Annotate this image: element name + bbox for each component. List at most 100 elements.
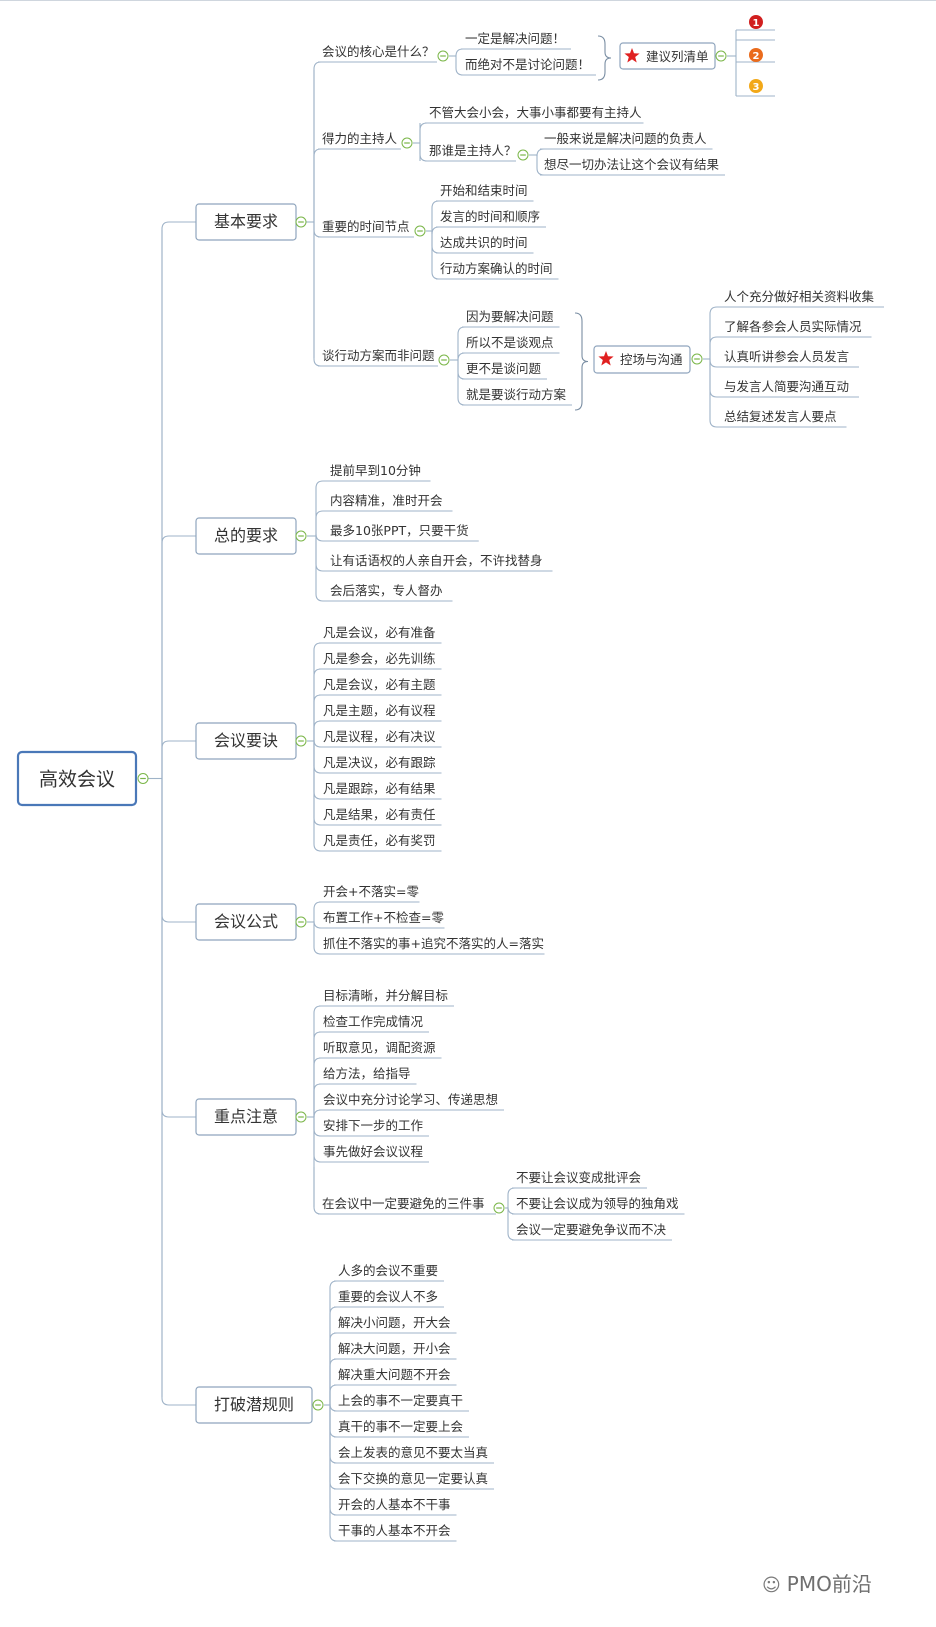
formula-item-link bbox=[313, 920, 322, 929]
collapse-toggle-icon[interactable] bbox=[295, 1111, 307, 1123]
rule-item-label: 真干的事不一定要上会 bbox=[338, 1419, 464, 1434]
collapse-toggle-icon[interactable] bbox=[517, 149, 529, 161]
collapse-toggle-icon[interactable] bbox=[401, 137, 413, 149]
branch-6-box[interactable] bbox=[195, 1386, 313, 1424]
priority-1-icon-number: 1 bbox=[753, 18, 760, 29]
secret-item-label: 凡是会议，必有准备 bbox=[323, 625, 436, 640]
trunk-link bbox=[161, 778, 196, 923]
secret-item-label: 凡是跟踪，必有结果 bbox=[323, 781, 436, 796]
focus-item-link bbox=[313, 1117, 322, 1137]
rule-item-link bbox=[329, 1306, 338, 1405]
rule-item-link bbox=[329, 1280, 338, 1405]
trunk-link bbox=[161, 740, 196, 779]
focus-item-label: 听取意见，调配资源 bbox=[323, 1040, 436, 1055]
action-item-label: 就是要谈行动方案 bbox=[466, 387, 567, 402]
action-summary-item-label: 总结复述发言人要点 bbox=[724, 409, 837, 424]
collapse-toggle-icon[interactable] bbox=[295, 735, 307, 747]
wechat-icon: ☺ bbox=[762, 1575, 781, 1596]
core-item-label: 而绝对不是讨论问题！ bbox=[465, 57, 590, 72]
focus-avoid-link bbox=[313, 1117, 322, 1215]
general-item-label: 让有话语权的人亲自开会，不许找替身 bbox=[330, 553, 543, 568]
collapse-toggles bbox=[137, 50, 727, 1411]
branch-2-label: 总的要求 bbox=[214, 526, 278, 545]
basic-sub-label: 得力的主持人 bbox=[322, 131, 398, 146]
general-item-label: 最多10张PPT，只要干货 bbox=[330, 523, 469, 538]
action-item-label: 所以不是谈观点 bbox=[466, 335, 554, 350]
rule-item-label: 重要的会议人不多 bbox=[338, 1289, 438, 1304]
branch-1-label: 基本要求 bbox=[214, 212, 278, 231]
secret-item-link bbox=[313, 694, 322, 741]
rule-item-link bbox=[329, 1384, 338, 1405]
general-item-label: 提前早到10分钟 bbox=[330, 463, 421, 478]
action-summary-text: 控场与沟通 bbox=[620, 352, 683, 367]
basic-link bbox=[313, 148, 322, 222]
action-item-label: 更不是谈问题 bbox=[466, 361, 542, 376]
collapse-toggle-icon[interactable] bbox=[493, 1202, 505, 1214]
secret-item-label: 凡是主题，必有议程 bbox=[323, 703, 436, 718]
focus-item-label: 检查工作完成情况 bbox=[323, 1014, 424, 1029]
formula-item-label: 开会+不落实=零 bbox=[323, 884, 419, 899]
time-item-link bbox=[431, 231, 440, 280]
general-item-link bbox=[315, 536, 326, 602]
host-who-label: 那谁是主持人？ bbox=[429, 143, 517, 158]
formula-item-label: 布置工作+不检查=零 bbox=[323, 910, 444, 925]
branch-4-label: 会议公式 bbox=[214, 912, 278, 931]
focus-avoid-label: 在会议中一定要避免的三件事 bbox=[322, 1196, 485, 1211]
node-labels: 高效会议基本要求总的要求会议要诀会议公式重点注意打破潜规则会议的核心是什么？得力… bbox=[39, 18, 875, 1538]
core-summary-box[interactable] bbox=[619, 42, 716, 70]
host-link bbox=[419, 143, 428, 162]
host-item1-label: 不管大会小会，大事小事都要有主持人 bbox=[429, 105, 642, 120]
action-item-link bbox=[457, 352, 466, 361]
general-item-label: 内容精准，准时开会 bbox=[330, 493, 443, 508]
collapse-toggle-icon[interactable] bbox=[691, 353, 703, 365]
avoid-item-label: 不要让会议变成批评会 bbox=[516, 1170, 642, 1185]
secret-item-link bbox=[313, 642, 322, 741]
action-summary-item-label: 了解各参会人员实际情况 bbox=[724, 319, 862, 334]
trunk-link bbox=[161, 535, 196, 779]
branch-6-label: 打破潜规则 bbox=[214, 1395, 294, 1414]
collapse-toggle-icon[interactable] bbox=[295, 916, 307, 928]
action-summary-item-label: 人个充分做好相关资料收集 bbox=[724, 289, 875, 304]
top-border bbox=[0, 0, 936, 1]
host-who-item-label: 一般来说是解决问题的负责人 bbox=[544, 131, 707, 146]
collapse-toggle-icon[interactable] bbox=[414, 225, 426, 237]
core-brace bbox=[597, 35, 612, 81]
host-who-item-link bbox=[536, 148, 545, 157]
basic-link bbox=[313, 222, 322, 367]
avoid-item-label: 不要让会议成为领导的独角戏 bbox=[516, 1196, 679, 1211]
avoid-item-label: 会议一定要避免争议而不决 bbox=[516, 1222, 667, 1237]
collapse-toggle-icon[interactable] bbox=[312, 1399, 324, 1411]
root-node-box[interactable] bbox=[16, 750, 138, 807]
formula-item-link bbox=[313, 901, 322, 922]
time-item-link bbox=[431, 231, 440, 254]
rule-item-label: 会上发表的意见不要太当真 bbox=[338, 1445, 488, 1460]
basic-sub-label: 会议的核心是什么？ bbox=[322, 44, 435, 59]
trunk-link bbox=[161, 778, 196, 1118]
focus-item-label: 会议中充分讨论学习、传递思想 bbox=[323, 1092, 498, 1107]
general-item-link bbox=[315, 480, 326, 536]
priority-3-icon bbox=[749, 79, 763, 93]
secret-item-label: 凡是参会，必先训练 bbox=[323, 651, 436, 666]
root-node-label: 高效会议 bbox=[39, 769, 115, 791]
branch-3-label: 会议要诀 bbox=[214, 731, 278, 750]
focus-item-label: 给方法，给指导 bbox=[323, 1066, 411, 1081]
collapse-toggle-icon[interactable] bbox=[295, 530, 307, 542]
formula-item-label: 抓住不落实的事+追究不落实的人=落实 bbox=[323, 936, 544, 951]
rule-item-link bbox=[329, 1405, 338, 1490]
action-item-label: 因为要解决问题 bbox=[466, 309, 554, 324]
collapse-toggle-icon[interactable] bbox=[438, 354, 450, 366]
core-item-label: 一定是解决问题！ bbox=[465, 31, 565, 46]
focus-item-link bbox=[313, 1117, 322, 1163]
general-item-link bbox=[315, 510, 326, 536]
collapse-toggle-icon[interactable] bbox=[437, 50, 449, 62]
action-summary-item-link bbox=[709, 359, 720, 368]
action-summary-item-link bbox=[709, 359, 720, 428]
collapse-toggle-icon[interactable] bbox=[137, 773, 149, 784]
collapse-toggle-icon[interactable] bbox=[295, 216, 307, 228]
rule-item-label: 解决大问题，开小会 bbox=[338, 1341, 451, 1356]
secret-item-link bbox=[313, 720, 322, 741]
action-summary-item-label: 与发言人简要沟通互动 bbox=[724, 379, 849, 394]
collapse-toggle-icon[interactable] bbox=[715, 50, 727, 62]
action-summary-box[interactable] bbox=[593, 345, 691, 374]
